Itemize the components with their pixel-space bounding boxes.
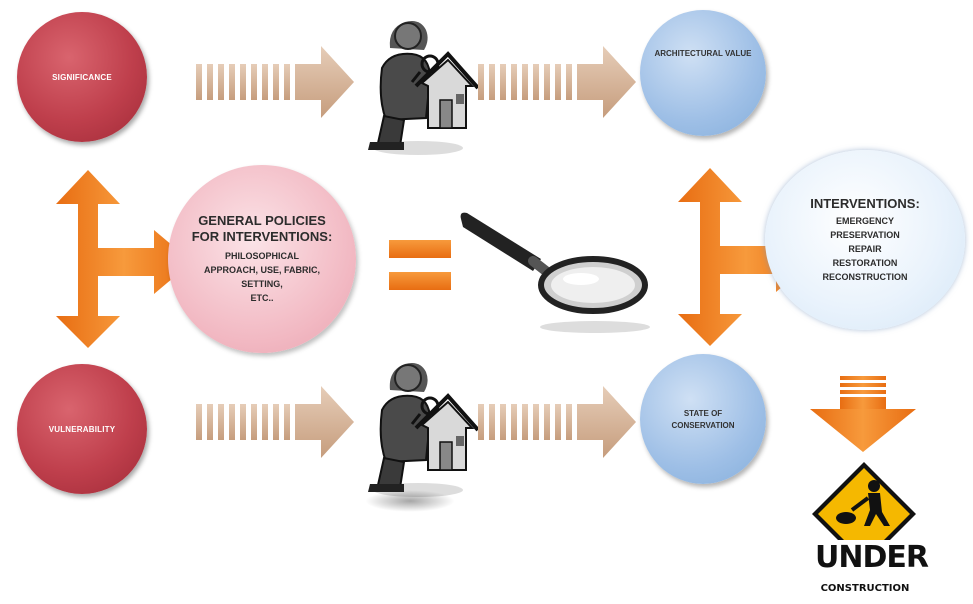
equals-bar-top bbox=[389, 240, 451, 258]
intervention-item: RECONSTRUCTION bbox=[822, 272, 908, 282]
state-of-conservation-circle: STATE OF CONSERVATION bbox=[640, 354, 766, 484]
general-policies-circle: GENERAL POLICIES FOR INTERVENTIONS: PHIL… bbox=[168, 165, 356, 353]
under-construction-line2: CONSTRUCTION bbox=[820, 583, 910, 594]
under-construction-sign-icon bbox=[812, 462, 916, 540]
striped-arrow-top-right bbox=[478, 46, 636, 118]
intervention-item: RESTORATION bbox=[832, 258, 898, 268]
policies-body-line: ETC.. bbox=[250, 293, 274, 303]
inspector-with-house-icon bbox=[368, 21, 480, 155]
significance-label: SIGNIFICANCE bbox=[52, 72, 112, 82]
magnifying-glass-icon bbox=[460, 212, 650, 333]
state-of-conservation-line1: STATE OF bbox=[683, 408, 723, 418]
intervention-item: PRESERVATION bbox=[830, 230, 900, 240]
under-construction-line1: UNDER bbox=[815, 540, 929, 575]
architectural-value-circle: ARCHITECTURAL VALUE bbox=[640, 10, 766, 136]
policies-body-line: PHILOSOPHICAL bbox=[224, 251, 299, 261]
policies-title-line2: FOR INTERVENTIONS: bbox=[191, 229, 333, 244]
intervention-item: EMERGENCY bbox=[835, 216, 894, 226]
striped-arrow-bottom-left bbox=[196, 386, 354, 458]
inspector-shadow bbox=[365, 490, 455, 512]
vulnerability-label: VULNERABILITY bbox=[48, 424, 116, 434]
intervention-item: REPAIR bbox=[848, 244, 882, 254]
orange-branch-arrow-left bbox=[56, 170, 192, 348]
striped-arrow-top-left bbox=[196, 46, 354, 118]
policies-body-line: APPROACH, USE, FABRIC, bbox=[203, 265, 320, 275]
policies-title-line1: GENERAL POLICIES bbox=[198, 213, 326, 228]
architectural-value-label: ARCHITECTURAL VALUE bbox=[654, 48, 752, 58]
interventions-circle: INTERVENTIONS: EMERGENCY PRESERVATION RE… bbox=[765, 150, 965, 330]
orange-branch-arrow-right bbox=[678, 168, 814, 346]
equals-bar-bottom bbox=[389, 272, 451, 290]
vulnerability-circle: VULNERABILITY bbox=[17, 364, 147, 494]
significance-circle: SIGNIFICANCE bbox=[17, 12, 147, 142]
interventions-title: INTERVENTIONS: bbox=[810, 196, 920, 211]
orange-down-arrow bbox=[810, 376, 916, 452]
striped-arrow-bottom-right bbox=[478, 386, 636, 458]
state-of-conservation-line2: CONSERVATION bbox=[671, 420, 735, 430]
policies-body-line: SETTING, bbox=[241, 279, 283, 289]
inspector-with-house-icon bbox=[368, 363, 480, 497]
